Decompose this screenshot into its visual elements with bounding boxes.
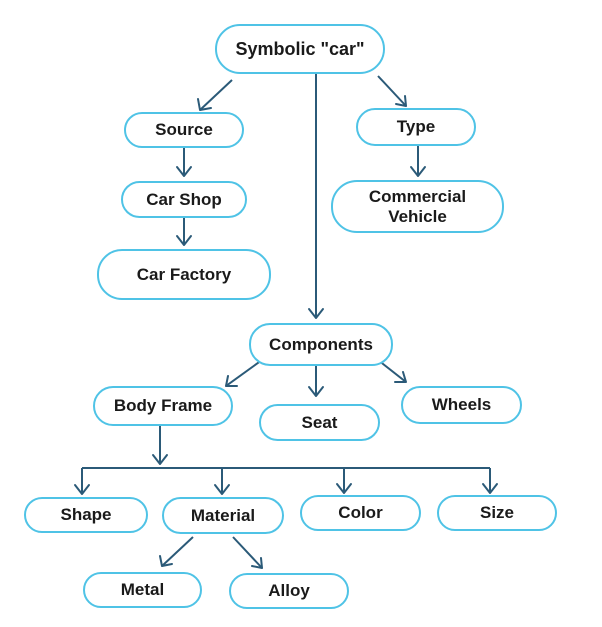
arrowhead-color bbox=[336, 483, 352, 494]
node-size-label: Size bbox=[479, 503, 515, 522]
node-shape-label: Shape bbox=[60, 505, 112, 524]
node-material: Material bbox=[162, 497, 284, 534]
arrowhead-commercial bbox=[410, 166, 426, 177]
node-commercial-vehicle: Commercial Vehicle bbox=[331, 180, 504, 233]
node-size: Size bbox=[437, 495, 557, 531]
arrowhead-size bbox=[482, 483, 498, 494]
edge-components-wheels bbox=[377, 359, 407, 383]
node-alloy: Alloy bbox=[229, 573, 349, 609]
node-shape: Shape bbox=[24, 497, 148, 533]
node-symbolic-car-label: Symbolic "car" bbox=[235, 39, 365, 59]
edge-material-alloy bbox=[232, 536, 263, 569]
node-symbolic-car: Symbolic "car" bbox=[215, 24, 385, 74]
arrowhead-bodyframe bbox=[225, 375, 238, 387]
node-car-factory-label: Car Factory bbox=[136, 264, 232, 284]
node-alloy-label: Alloy bbox=[268, 581, 310, 600]
node-wheels: Wheels bbox=[401, 386, 522, 424]
arrowhead-carshop bbox=[176, 166, 192, 177]
edge-root-type bbox=[377, 75, 407, 107]
node-source-label: Source bbox=[155, 120, 213, 139]
node-color-label: Color bbox=[338, 503, 383, 522]
arrowhead-material bbox=[214, 484, 230, 495]
arrowhead-wheels bbox=[394, 371, 407, 383]
node-body-frame: Body Frame bbox=[93, 386, 233, 426]
node-wheels-label: Wheels bbox=[431, 395, 492, 414]
node-car-shop: Car Shop bbox=[121, 181, 247, 218]
node-source: Source bbox=[124, 112, 244, 148]
arrowhead-alloy bbox=[251, 557, 263, 569]
arrowhead-type bbox=[395, 95, 407, 107]
node-type: Type bbox=[356, 108, 476, 146]
arrowhead-carfactory bbox=[176, 235, 192, 246]
node-seat: Seat bbox=[259, 404, 380, 441]
edge-root-source bbox=[199, 79, 233, 111]
node-components: Components bbox=[249, 323, 393, 366]
node-metal: Metal bbox=[83, 572, 202, 608]
arrowhead-metal bbox=[159, 555, 173, 567]
node-components-label: Components bbox=[269, 334, 373, 354]
arrowhead-shape bbox=[74, 484, 90, 495]
node-type-label: Type bbox=[396, 117, 436, 136]
arrowhead-bodyframe-bus bbox=[152, 454, 168, 465]
node-car-factory: Car Factory bbox=[97, 249, 271, 300]
edge-material-metal bbox=[161, 536, 194, 567]
edge-components-bodyframe bbox=[225, 359, 263, 387]
node-metal-label: Metal bbox=[120, 580, 165, 599]
arrowhead-source bbox=[197, 98, 212, 111]
node-material-label: Material bbox=[190, 505, 256, 525]
arrowhead-seat bbox=[308, 386, 324, 397]
node-seat-label: Seat bbox=[301, 412, 338, 432]
arrowhead-components bbox=[308, 308, 324, 319]
node-commercial-vehicle-label: Commercial Vehicle bbox=[368, 186, 467, 226]
node-color: Color bbox=[300, 495, 421, 531]
node-car-shop-label: Car Shop bbox=[146, 189, 222, 209]
node-body-frame-label: Body Frame bbox=[113, 396, 213, 415]
